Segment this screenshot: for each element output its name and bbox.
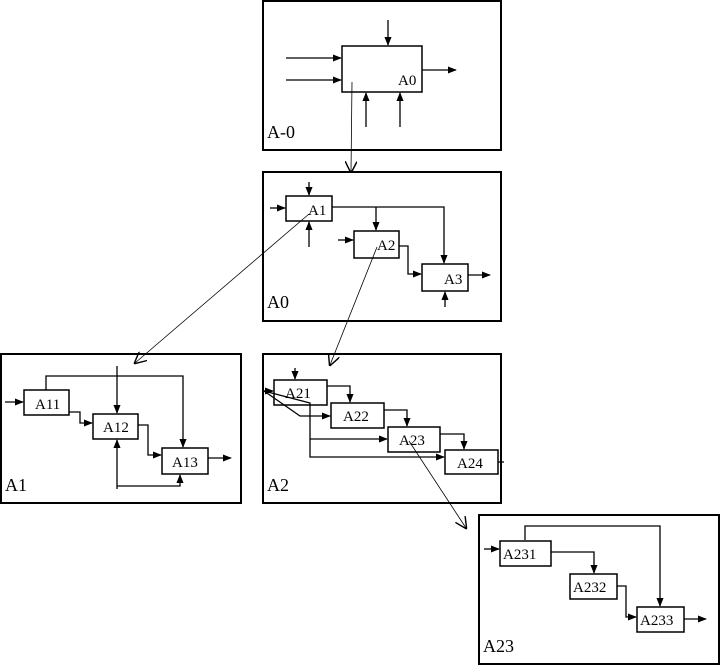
box-label-a2: A2 [377, 238, 395, 254]
frame-a2: A2 A21 A22 A23 A24 [262, 353, 504, 504]
connector-a23-a24 [440, 433, 468, 450]
box-label-a11: A11 [35, 397, 60, 413]
box-a231 [499, 540, 552, 567]
frame-a0: A0 A1 A2 A3 [262, 171, 502, 322]
box-label-a22: A22 [343, 409, 369, 425]
box-label-a232: A232 [573, 580, 606, 596]
box-a0-top [341, 45, 423, 93]
box-a11 [23, 389, 70, 416]
connector-a231-a233 [524, 525, 664, 607]
connector-a232-a233 [617, 585, 637, 621]
box-label-a233: A233 [640, 613, 673, 629]
frame-label-a2: A2 [267, 475, 289, 495]
box-label-a13: A13 [172, 455, 198, 471]
box-label-a12: A12 [103, 420, 129, 436]
box-a233 [636, 606, 685, 633]
frame-label-a-minus-0: A-0 [267, 122, 295, 142]
connector-a12-a13 [138, 424, 162, 459]
connector-a11-a13 [45, 375, 187, 448]
box-label-a24: A24 [457, 456, 483, 472]
box-a23 [387, 426, 441, 453]
frame-a-minus-0: A-0 A0 [262, 0, 502, 151]
decomposition-link-a0 [351, 81, 352, 172]
frame-label-a0: A0 [267, 292, 289, 312]
decomposition-link-a2 [330, 246, 378, 365]
input-branch-a22 [263, 390, 331, 420]
decomposition-link-a23 [408, 440, 466, 528]
connector-a1-a3 [332, 206, 448, 264]
connector-a21-a22 [327, 385, 354, 403]
frame-label-a23: A23 [483, 636, 514, 656]
input-branch-a24 [309, 439, 445, 461]
box-label-a1: A1 [308, 203, 326, 219]
box-a13 [161, 447, 209, 475]
box-a12 [92, 413, 139, 440]
box-label-a23: A23 [399, 433, 425, 449]
frame-a23: A23 A231 A232 A233 [478, 514, 720, 665]
input-branch-a23 [263, 390, 388, 443]
box-label-a231: A231 [503, 547, 536, 563]
frame-a1: A1 A11 A12 A13 [0, 353, 242, 504]
frame-label-a1: A1 [5, 475, 27, 495]
connector-a231-a232 [551, 551, 598, 574]
box-label-a0-top: A0 [398, 73, 416, 89]
box-a2 [353, 230, 400, 259]
decomposition-links [135, 81, 466, 528]
box-a3 [421, 263, 469, 292]
connector-a22-a23 [384, 409, 411, 427]
box-label-a3: A3 [444, 272, 462, 288]
box-a1 [285, 195, 333, 222]
connector-a11-a12 [69, 411, 93, 427]
box-a22 [330, 402, 385, 429]
mechanism-arrow [117, 474, 184, 487]
connector-a2-a3 [399, 245, 422, 278]
decomposition-link-a1 [135, 213, 310, 363]
